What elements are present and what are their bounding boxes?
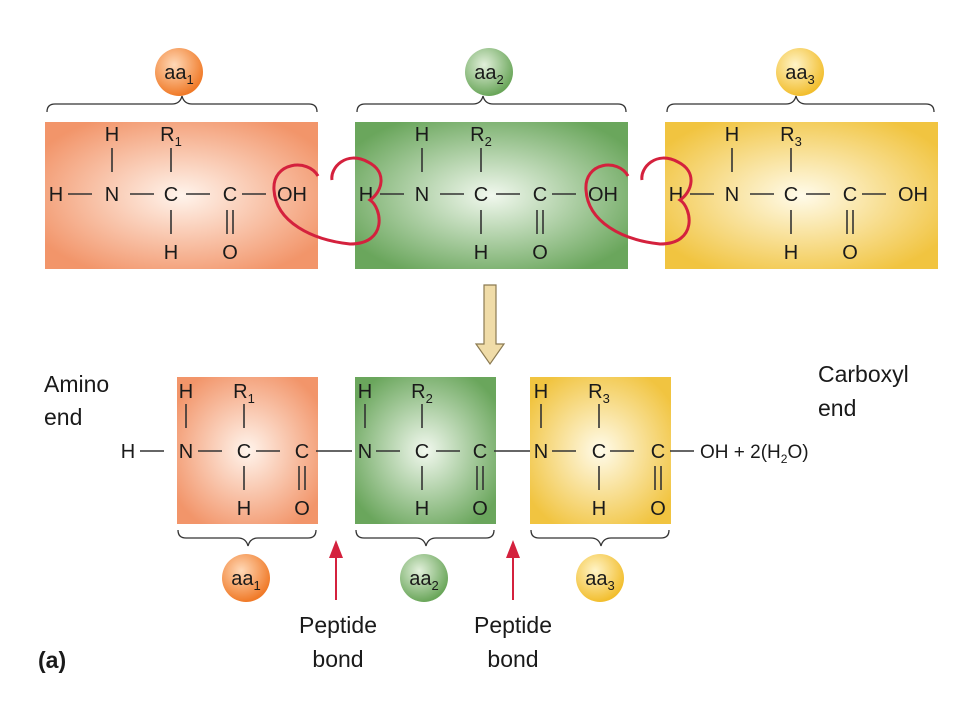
water-loop-1	[272, 156, 383, 246]
svg-text:O: O	[222, 242, 238, 264]
svg-text:OH: OH	[588, 184, 618, 206]
peptide-bond-arrow-1	[329, 540, 343, 600]
svg-text:H: H	[358, 381, 372, 403]
svg-text:R1: R1	[160, 124, 182, 149]
svg-text:H: H	[725, 124, 739, 146]
svg-text:O: O	[842, 242, 858, 264]
brace-aa3-bottom	[530, 529, 670, 547]
svg-text:C: C	[164, 184, 178, 206]
svg-text:OH: OH	[898, 184, 928, 206]
brace-aa2-top	[356, 95, 627, 113]
aa3-label-top: aa3	[785, 62, 814, 87]
svg-text:H: H	[105, 124, 119, 146]
peptide-bond-label-1: Peptide	[299, 612, 377, 638]
aa3-box-top	[665, 122, 938, 269]
svg-text:C: C	[533, 184, 547, 206]
aa1-label-bottom: aa1	[231, 568, 260, 593]
svg-text:H: H	[49, 184, 63, 206]
peptide-bond-label-2b: bond	[487, 646, 538, 672]
svg-text:H: H	[121, 441, 135, 463]
svg-text:N: N	[725, 184, 739, 206]
svg-text:C: C	[651, 441, 665, 463]
svg-text:C: C	[592, 441, 606, 463]
svg-text:N: N	[358, 441, 372, 463]
svg-text:C: C	[237, 441, 251, 463]
top-row: aa1 aa2 aa3	[45, 48, 938, 269]
aa2-atoms-top: H N C C OH H R2 H O	[359, 124, 618, 264]
water-loop-2	[584, 156, 693, 246]
svg-text:N: N	[534, 441, 548, 463]
brace-aa2-bottom	[355, 529, 495, 547]
svg-text:R3: R3	[588, 381, 610, 406]
amino-end-label-2: end	[44, 404, 82, 430]
aa1-label-top: aa1	[164, 62, 193, 87]
aa2-circle-bottom	[400, 554, 448, 602]
svg-text:C: C	[784, 184, 798, 206]
svg-text:N: N	[415, 184, 429, 206]
svg-text:C: C	[295, 441, 309, 463]
svg-text:R3: R3	[780, 124, 802, 149]
svg-text:H: H	[784, 242, 798, 264]
brace-aa1-top	[46, 95, 318, 113]
svg-text:R1: R1	[233, 381, 255, 406]
carboxyl-end-label: Carboxyl	[818, 361, 909, 387]
svg-text:H: H	[179, 381, 193, 403]
aa3-circle-top	[776, 48, 824, 96]
top-bonds	[68, 148, 886, 234]
aa2-circle-top	[465, 48, 513, 96]
svg-text:H: H	[237, 498, 251, 520]
aa1-circle-bottom	[222, 554, 270, 602]
svg-text:R2: R2	[470, 124, 492, 149]
svg-text:H: H	[415, 498, 429, 520]
svg-text:H: H	[592, 498, 606, 520]
svg-text:H: H	[415, 124, 429, 146]
bottom-row: Amino end Carboxyl end	[38, 361, 909, 673]
aa1-atoms-top: H N C C OH H R1 H O	[49, 124, 307, 264]
svg-text:C: C	[473, 441, 487, 463]
svg-text:O: O	[650, 498, 666, 520]
svg-text:OH: OH	[277, 184, 307, 206]
svg-text:H: H	[474, 242, 488, 264]
svg-text:H: H	[164, 242, 178, 264]
aa3-label-bottom: aa3	[585, 568, 614, 593]
svg-text:N: N	[179, 441, 193, 463]
svg-text:N: N	[105, 184, 119, 206]
peptide-bond-label-2: Peptide	[474, 612, 552, 638]
svg-text:C: C	[415, 441, 429, 463]
aa2-box-top	[355, 122, 628, 269]
aa3-circle-bottom	[576, 554, 624, 602]
reaction-arrow	[474, 284, 506, 366]
svg-text:C: C	[474, 184, 488, 206]
svg-text:O: O	[532, 242, 548, 264]
svg-text:R2: R2	[411, 381, 433, 406]
peptide-bond-label-1b: bond	[312, 646, 363, 672]
aa2-label-bottom: aa2	[409, 568, 438, 593]
amino-end-label: Amino	[44, 371, 109, 397]
panel-label: (a)	[38, 647, 66, 673]
svg-text:H: H	[534, 381, 548, 403]
peptide-bond-arrow-2	[506, 540, 520, 600]
brace-aa3-top	[666, 95, 935, 113]
aa1-circle-top	[155, 48, 203, 96]
aa1-box-top	[45, 122, 318, 269]
svg-text:O: O	[472, 498, 488, 520]
bottom-atoms: H N C C H R1 H O N C C H R2 H O N C C H …	[121, 381, 666, 520]
svg-text:C: C	[843, 184, 857, 206]
svg-text:C: C	[223, 184, 237, 206]
brace-aa1-bottom	[177, 529, 317, 547]
bottom-bonds	[140, 404, 694, 490]
aa2-label-top: aa2	[474, 62, 503, 87]
carboxyl-end-label-2: end	[818, 395, 856, 421]
water-product: OH + 2(H2O)	[700, 442, 809, 466]
svg-text:O: O	[294, 498, 310, 520]
